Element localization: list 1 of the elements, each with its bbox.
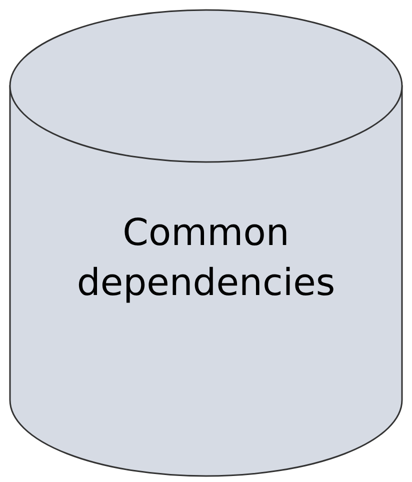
cylinder-label: Common dependencies bbox=[76, 210, 336, 306]
